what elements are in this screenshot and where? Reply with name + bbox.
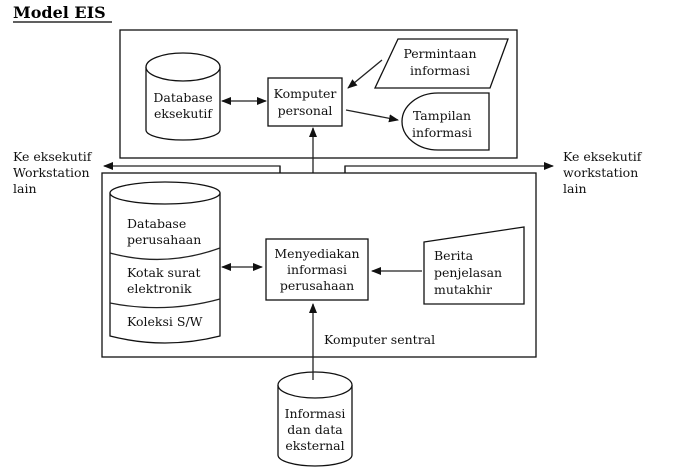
storage-divider-1 — [109, 247, 221, 261]
left-label-line1: Ke eksekutif — [13, 149, 93, 164]
external-data-line3: eksternal — [285, 438, 344, 453]
storage-divider-2 — [109, 298, 221, 309]
information-request-line1: Permintaan — [403, 46, 476, 61]
personal-computer-box: Komputer personal — [267, 77, 343, 127]
database-executive-line1: Database — [153, 90, 212, 105]
right-label-line2: workstation — [563, 165, 638, 180]
news-line3: mutakhir — [434, 282, 492, 297]
diagram-title: Model EIS — [13, 3, 106, 22]
news-line1: Berita — [434, 248, 474, 263]
corporate-storage-cylinder: Database perusahaan Kotak surat elektron… — [109, 181, 221, 344]
news-input-shape: Berita penjelasan mutakhir — [423, 226, 525, 305]
right-workstation-label: Ke eksekutif workstation lain — [563, 149, 643, 196]
storage-section-1-line1: Database — [127, 216, 186, 231]
storage-section-2-line2: elektronik — [127, 281, 192, 296]
information-display-shape: Tampilan informasi — [401, 92, 490, 151]
external-data-line2: dan data — [287, 422, 343, 437]
request-to-pc-arrow — [347, 59, 383, 89]
provide-corporate-info-box: Menyediakan informasi perusahaan — [265, 238, 369, 301]
external-data-cylinder: Informasi dan data eksternal — [277, 371, 353, 467]
right-label-line1: Ke eksekutif — [563, 149, 643, 164]
left-label-line3: lain — [13, 181, 37, 196]
storage-section-2-line1: Kotak surat — [127, 265, 200, 280]
personal-computer-line2: personal — [278, 103, 333, 118]
external-data-line1: Informasi — [285, 406, 346, 421]
central-computer-label: Komputer sentral — [324, 332, 435, 347]
information-request-shape: Permintaan informasi — [373, 38, 509, 89]
information-display-line1: Tampilan — [413, 108, 471, 123]
provide-info-line3: perusahaan — [280, 278, 354, 293]
right-label-line3: lain — [563, 181, 587, 196]
personal-computer-line1: Komputer — [274, 86, 337, 101]
pc-to-display-arrow — [345, 109, 399, 123]
information-request-line2: informasi — [410, 63, 470, 78]
left-workstation-label: Ke eksekutif Workstation lain — [13, 149, 93, 196]
database-executive-cylinder: Database eksekutif — [145, 52, 221, 141]
provide-info-line1: Menyediakan — [274, 246, 359, 261]
news-line2: penjelasan — [434, 265, 502, 280]
provide-info-line2: informasi — [287, 262, 347, 277]
database-executive-line2: eksekutif — [154, 106, 213, 121]
storage-section-3-line1: Koleksi S/W — [127, 314, 203, 329]
information-display-line2: informasi — [412, 125, 472, 140]
left-label-line2: Workstation — [13, 165, 90, 180]
storage-section-1-line2: perusahaan — [127, 232, 201, 247]
